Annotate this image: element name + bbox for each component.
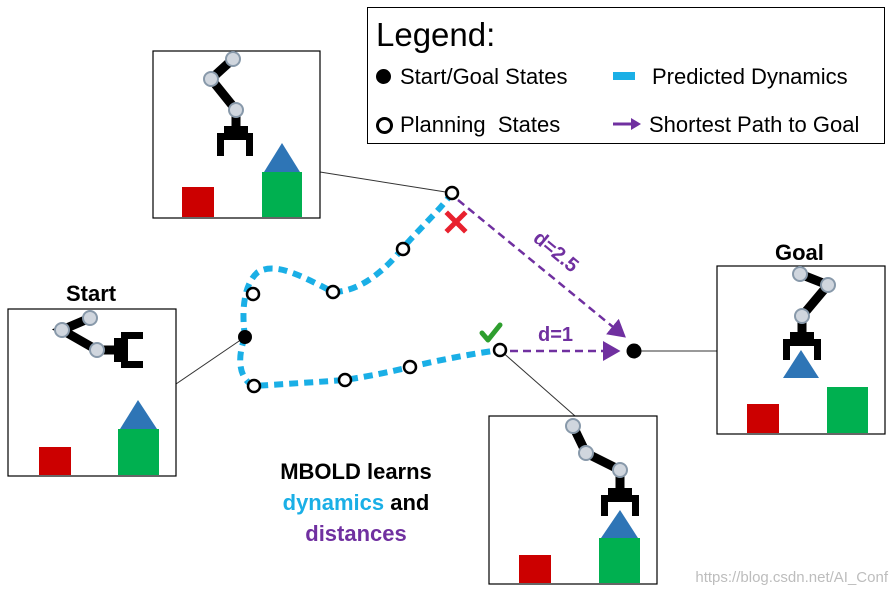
- legend-box: Legend: Start/Goal States Planning State…: [367, 7, 885, 144]
- planning-state: [325, 284, 341, 300]
- red-block: [519, 555, 551, 583]
- caption-line-1: MBOLD learns: [280, 459, 432, 484]
- shortest-path-top: [457, 199, 626, 338]
- caption-dynamics: dynamics: [282, 490, 385, 515]
- legend-item-planning: Planning States: [400, 112, 561, 137]
- planning-state: [337, 372, 353, 388]
- purple-arrow-icon: [613, 118, 641, 130]
- connector-bottom-plan: [499, 349, 576, 417]
- blue-triangle: [601, 510, 638, 538]
- robot-arm: [203, 51, 253, 156]
- legend-title: Legend:: [376, 16, 496, 53]
- blue-triangle: [120, 400, 157, 429]
- planning-state: [246, 378, 262, 394]
- caption: MBOLD learns dynamics and distances: [246, 456, 466, 549]
- robot-arm: [51, 310, 143, 368]
- connector-top-plan: [319, 171, 453, 194]
- robot-arm: [783, 266, 836, 360]
- red-x-icon: [444, 210, 468, 234]
- planning-states: [245, 185, 508, 394]
- predicted-dynamics-lower: [237, 335, 501, 390]
- start-label: Start: [66, 281, 117, 306]
- connector-start: [175, 336, 246, 385]
- green-block: [827, 387, 868, 433]
- red-block: [747, 404, 779, 433]
- planning-state: [402, 359, 418, 375]
- blue-triangle: [783, 350, 819, 378]
- green-check-icon: [479, 322, 503, 343]
- planning-state: [245, 286, 261, 302]
- caption-line-2: dynamics and: [246, 487, 466, 518]
- distance-label-top: d=2.5: [529, 227, 583, 277]
- blue-triangle: [264, 143, 300, 172]
- planning-state-image-bottom: [488, 415, 658, 585]
- distance-label-bottom: d=1: [538, 324, 573, 346]
- green-block: [262, 172, 302, 217]
- legend-item-shortest-path: Shortest Path to Goal: [649, 112, 860, 137]
- blue-dash-icon: [613, 72, 635, 80]
- green-block: [118, 429, 159, 475]
- red-block: [182, 187, 214, 217]
- red-block: [39, 447, 71, 475]
- planning-state-image-top: [152, 50, 321, 219]
- open-dot-icon: [376, 117, 393, 134]
- legend-item-dynamics: Predicted Dynamics: [652, 64, 848, 89]
- goal-state-image: [716, 265, 886, 435]
- planning-state: [395, 241, 411, 257]
- planning-state: [492, 342, 508, 358]
- caption-and: and: [384, 490, 430, 515]
- start-state-image: [7, 308, 177, 477]
- start-state-dot: [238, 330, 252, 344]
- planning-state: [444, 185, 460, 201]
- robot-arm: [565, 418, 639, 516]
- green-block: [599, 538, 640, 583]
- legend-item-start-goal: Start/Goal States: [400, 64, 568, 89]
- watermark: https://blog.csdn.net/AI_Conf: [695, 569, 888, 586]
- goal-label: Goal: [775, 240, 824, 265]
- goal-state-dot: [626, 343, 642, 359]
- filled-dot-icon: [376, 69, 391, 84]
- caption-line-3: distances: [305, 521, 407, 546]
